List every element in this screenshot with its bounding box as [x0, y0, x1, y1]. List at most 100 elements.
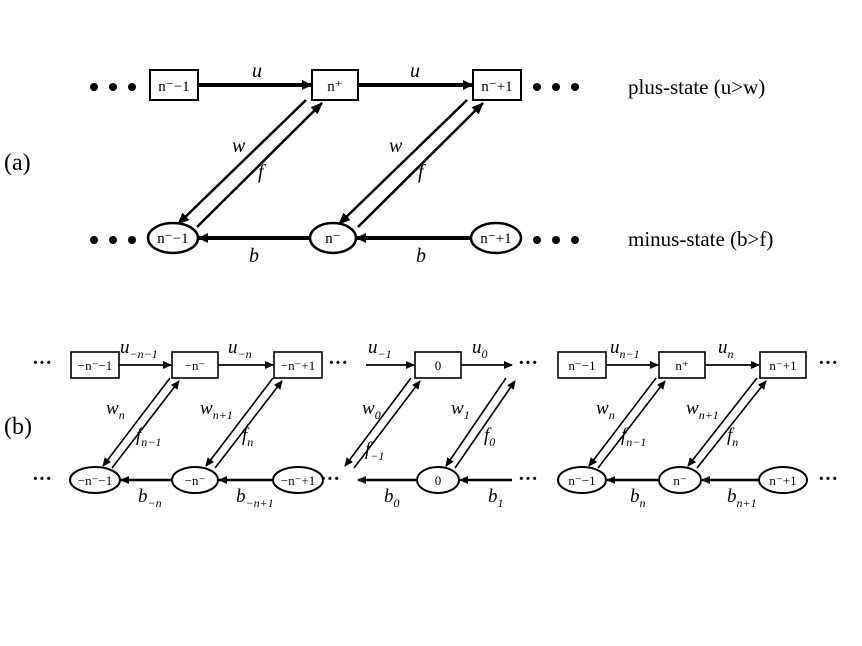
svg-text:n⁻+1: n⁻+1: [769, 473, 796, 488]
panel-a-label: (a): [4, 150, 31, 176]
f-label: f: [258, 161, 266, 183]
ellipsis-dots: [90, 83, 579, 244]
w-arrow: [588, 377, 657, 467]
ellipsis-dots: ···: [518, 352, 538, 374]
f-arrow: [696, 380, 767, 469]
w-rate-label: w1: [451, 398, 470, 422]
plus-state-box: n⁺: [311, 69, 359, 101]
u-label: u: [410, 60, 420, 82]
f-arrow: [214, 380, 283, 469]
b-rate-label: bn+1: [727, 486, 757, 510]
w-arrow: [102, 377, 171, 467]
svg-text:n⁻+1: n⁻+1: [481, 79, 512, 95]
svg-text:−n⁻−1: −n⁻−1: [78, 473, 113, 488]
w-arrow: [338, 99, 468, 225]
ellipsis-dots: ···: [818, 468, 838, 490]
panel-a: (a) n⁻−1 n⁺ n⁻+1 n⁻−1 n⁻: [4, 60, 773, 267]
svg-text:n⁺: n⁺: [675, 358, 688, 373]
svg-text:0: 0: [435, 473, 442, 488]
svg-text:n⁻−1: n⁻−1: [158, 79, 189, 95]
ellipsis-dots: ···: [518, 468, 538, 490]
svg-text:0: 0: [435, 358, 442, 373]
f-arrow: [353, 380, 421, 469]
ellipsis-dots: ···: [32, 352, 52, 374]
svg-text:−n⁻−1: −n⁻−1: [78, 358, 113, 373]
svg-text:−n⁻: −n⁻: [185, 473, 206, 488]
plus-state-box: 0: [414, 351, 462, 379]
svg-text:n⁻−1: n⁻−1: [157, 231, 188, 247]
svg-text:n⁺: n⁺: [327, 79, 342, 95]
w-rate-label: w0: [362, 398, 381, 422]
ellipsis-dots: ···: [32, 468, 52, 490]
plus-state-box: −n⁻: [171, 351, 219, 379]
plus-state-box: −n⁻+1: [273, 351, 323, 379]
minus-state-ellipse: n⁻: [658, 466, 702, 494]
minus-state-ellipse: n⁻−1: [557, 466, 607, 494]
f-arrow: [597, 380, 666, 469]
b-rate-label: b0: [384, 486, 400, 510]
u-rate-label: un−1: [610, 337, 640, 361]
u-rate-label: u0: [472, 337, 488, 361]
minus-state-ellipse: −n⁻−1: [69, 466, 121, 494]
svg-text:n⁻: n⁻: [673, 473, 686, 488]
u-rate-label: u−n−1: [120, 337, 158, 361]
minus-state-ellipse: 0: [416, 466, 460, 494]
minus-state-ellipse: n⁻+1: [469, 221, 523, 255]
w-arrow: [344, 377, 412, 467]
svg-text:n⁻+1: n⁻+1: [480, 231, 511, 247]
plus-state-box: n⁻−1: [557, 351, 607, 379]
svg-text:−n⁻: −n⁻: [185, 358, 206, 373]
f-rate-label: fn−1: [136, 425, 161, 449]
plus-state-box: n⁺: [658, 351, 706, 379]
b-rate-label: bn: [630, 486, 646, 510]
svg-text:n⁻−1: n⁻−1: [568, 473, 595, 488]
w-arrow: [445, 377, 507, 467]
svg-text:n⁻: n⁻: [325, 231, 340, 247]
plus-state-box: −n⁻−1: [70, 351, 120, 379]
w-arrow: [177, 99, 307, 225]
f-arrow: [196, 102, 323, 228]
ellipsis-dots: ···: [320, 468, 340, 490]
w-label: w: [232, 135, 246, 157]
w-rate-label: wn+1: [686, 398, 719, 422]
w-rate-label: wn: [596, 398, 615, 422]
minus-state-ellipse: −n⁻: [171, 466, 219, 494]
plus-state-box: n⁻+1: [472, 69, 522, 101]
f-arrow: [454, 380, 516, 469]
ellipsis-dots: ···: [818, 352, 838, 374]
f-arrow: [111, 380, 180, 469]
f-rate-label: f−1: [365, 439, 384, 463]
u-label: u: [252, 60, 262, 82]
minus-state-ellipse: −n⁻+1: [272, 466, 324, 494]
plus-state-box: n⁻−1: [149, 69, 199, 101]
f-rate-label: fn−1: [621, 425, 646, 449]
f-rate-label: fn: [242, 425, 253, 449]
u-rate-label: u−1: [368, 337, 392, 361]
minus-state-ellipse: n⁻−1: [146, 221, 200, 255]
f-rate-label: fn: [727, 425, 738, 449]
plus-state-label: plus-state (u>w): [628, 75, 765, 99]
u-rate-label: un: [718, 337, 734, 361]
b-rate-label: b−n+1: [236, 486, 274, 510]
minus-state-ellipse: n⁻: [308, 221, 358, 255]
w-rate-label: wn+1: [200, 398, 233, 422]
svg-text:−n⁻+1: −n⁻+1: [281, 358, 316, 373]
w-label: w: [389, 135, 403, 157]
w-rate-label: wn: [106, 398, 125, 422]
plus-state-box: n⁻+1: [759, 351, 807, 379]
w-arrow: [687, 377, 758, 467]
panel-b-label: (b): [4, 414, 32, 440]
b-rate-label: b−n: [138, 486, 162, 510]
b-label: b: [416, 245, 426, 267]
svg-text:−n⁻+1: −n⁻+1: [281, 473, 316, 488]
minus-state-ellipse: n⁻+1: [758, 466, 808, 494]
svg-text:n⁻+1: n⁻+1: [769, 358, 796, 373]
minus-state-label: minus-state (b>f): [628, 227, 773, 251]
f-arrow: [357, 102, 484, 228]
f-label: f: [418, 161, 426, 183]
b-label: b: [249, 245, 259, 267]
b-rate-label: b1: [488, 486, 504, 510]
svg-text:n⁻−1: n⁻−1: [568, 358, 595, 373]
ellipsis-dots: ···: [328, 352, 348, 374]
